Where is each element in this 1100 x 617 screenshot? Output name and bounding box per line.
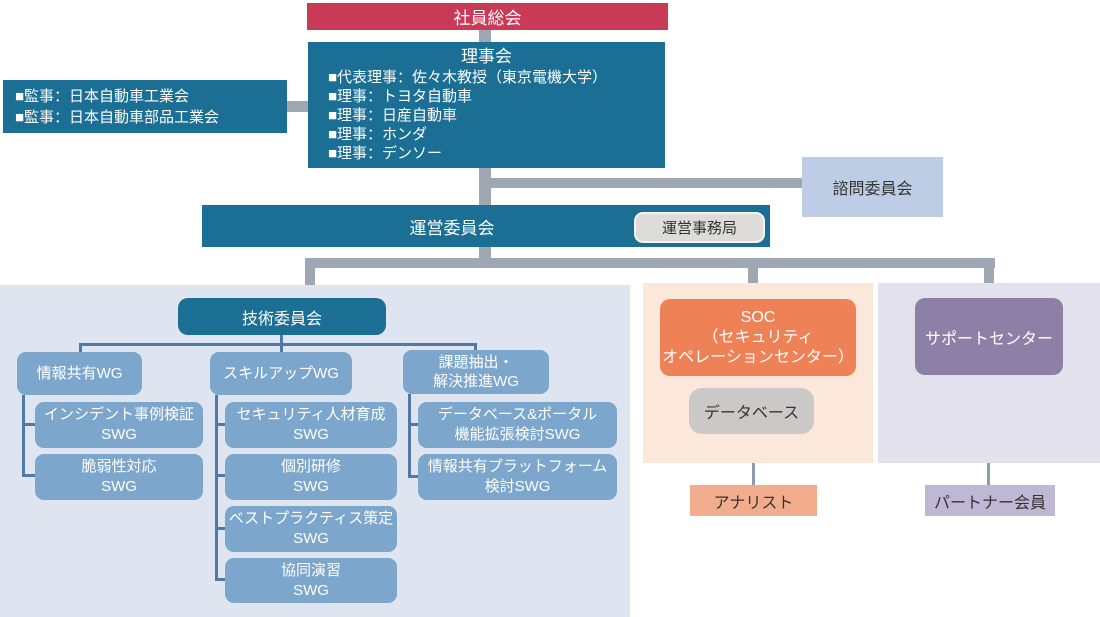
connector-swg-stub (408, 475, 418, 478)
tech-committee-box: 技術委員会 (178, 298, 386, 335)
connector-wg1-drop (79, 345, 82, 354)
soc-box: SOC （セキュリティ オペレーションセンター） (660, 299, 856, 376)
connector-swg-col2 (215, 395, 218, 580)
board-member: ■代表理事：佐々木教授（東京電機大学） (328, 69, 608, 86)
swg-box-security-hr-development: セキュリティ人材育成 SWG (225, 402, 397, 448)
connector-wg2-drop (280, 345, 283, 352)
board-title: 理事会 (461, 47, 512, 66)
swg-box-info-sharing-platform: 情報共有プラットフォーム 検討SWG (418, 454, 617, 500)
analyst-box: アナリスト (690, 485, 817, 516)
board-member: ■理事：トヨタ自動車 (328, 88, 473, 105)
connector-drop-support-panel (984, 262, 994, 286)
advisory-committee-box: 諮問委員会 (802, 157, 943, 217)
connector-swg-stub (22, 474, 35, 477)
connector-drop-left-panel (305, 262, 315, 286)
connector-drop-soc-panel (748, 262, 758, 286)
database-box: データベース (689, 388, 814, 434)
swg-box-individual-training: 個別研修 SWG (225, 454, 397, 500)
board-member: ■理事：ホンダ (328, 126, 428, 143)
connector-support-to-partner (987, 463, 990, 485)
swg-box-best-practices: ベストプラクティス策定 SWG (225, 506, 397, 552)
auditor-line: ■監事：日本自動車部品工業会 (15, 108, 220, 126)
connector-swg-stub (215, 527, 225, 530)
swg-box-database-portal-expansion: データベース&ポータル 機能拡張検討SWG (418, 402, 617, 448)
swg-box-incident-case-study: インシデント事例検証 SWG (35, 402, 203, 448)
steering-office-box: 運営事務局 (634, 212, 765, 243)
connector-swg-stub (215, 423, 225, 426)
general-meeting-box: 社員総会 (307, 3, 668, 30)
connector-soc-to-analyst (752, 463, 755, 485)
board-member: ■理事：デンソー (328, 145, 443, 162)
connector-distributor (305, 258, 995, 268)
connector-wg-horizontal (79, 343, 477, 346)
wg-box-info-sharing: 情報共有WG (17, 352, 142, 395)
steering-committee-label: 運営委員会 (409, 218, 495, 238)
swg-box-vulnerability-response: 脆弱性対応 SWG (35, 454, 203, 500)
steering-committee-bar: 運営委員会 運営事務局 (202, 205, 770, 247)
support-center-box: サポートセンター (915, 298, 1063, 375)
connector-swg-stub (215, 578, 225, 581)
auditor-line: ■監事：日本自動車工業会 (15, 87, 190, 105)
connector-to-advisory (485, 178, 802, 188)
swg-box-joint-exercise: 協同演習 SWG (225, 558, 397, 603)
wg-box-skill-up: スキルアップWG (210, 352, 352, 395)
connector-swg-col1 (22, 395, 25, 476)
connector-swg-stub (215, 474, 225, 477)
wg-box-issue-resolution: 課題抽出・ 解決推進WG (403, 350, 549, 394)
connector-wg3-drop (474, 345, 477, 351)
connector-auditors-to-board (287, 101, 309, 112)
board-member: ■理事：日産自動車 (328, 107, 458, 124)
connector-swg-stub (22, 423, 35, 426)
connector-swg-col3 (408, 394, 411, 478)
auditors-box: ■監事：日本自動車工業会 ■監事：日本自動車部品工業会 (3, 80, 287, 133)
connector-tech-down (280, 335, 283, 344)
board-box: 理事会 ■代表理事：佐々木教授（東京電機大学） ■理事：トヨタ自動車 ■理事：日… (308, 42, 665, 168)
connector-swg-stub (408, 423, 418, 426)
partner-member-box: パートナー会員 (925, 485, 1055, 516)
connector-general-to-board (479, 29, 491, 43)
